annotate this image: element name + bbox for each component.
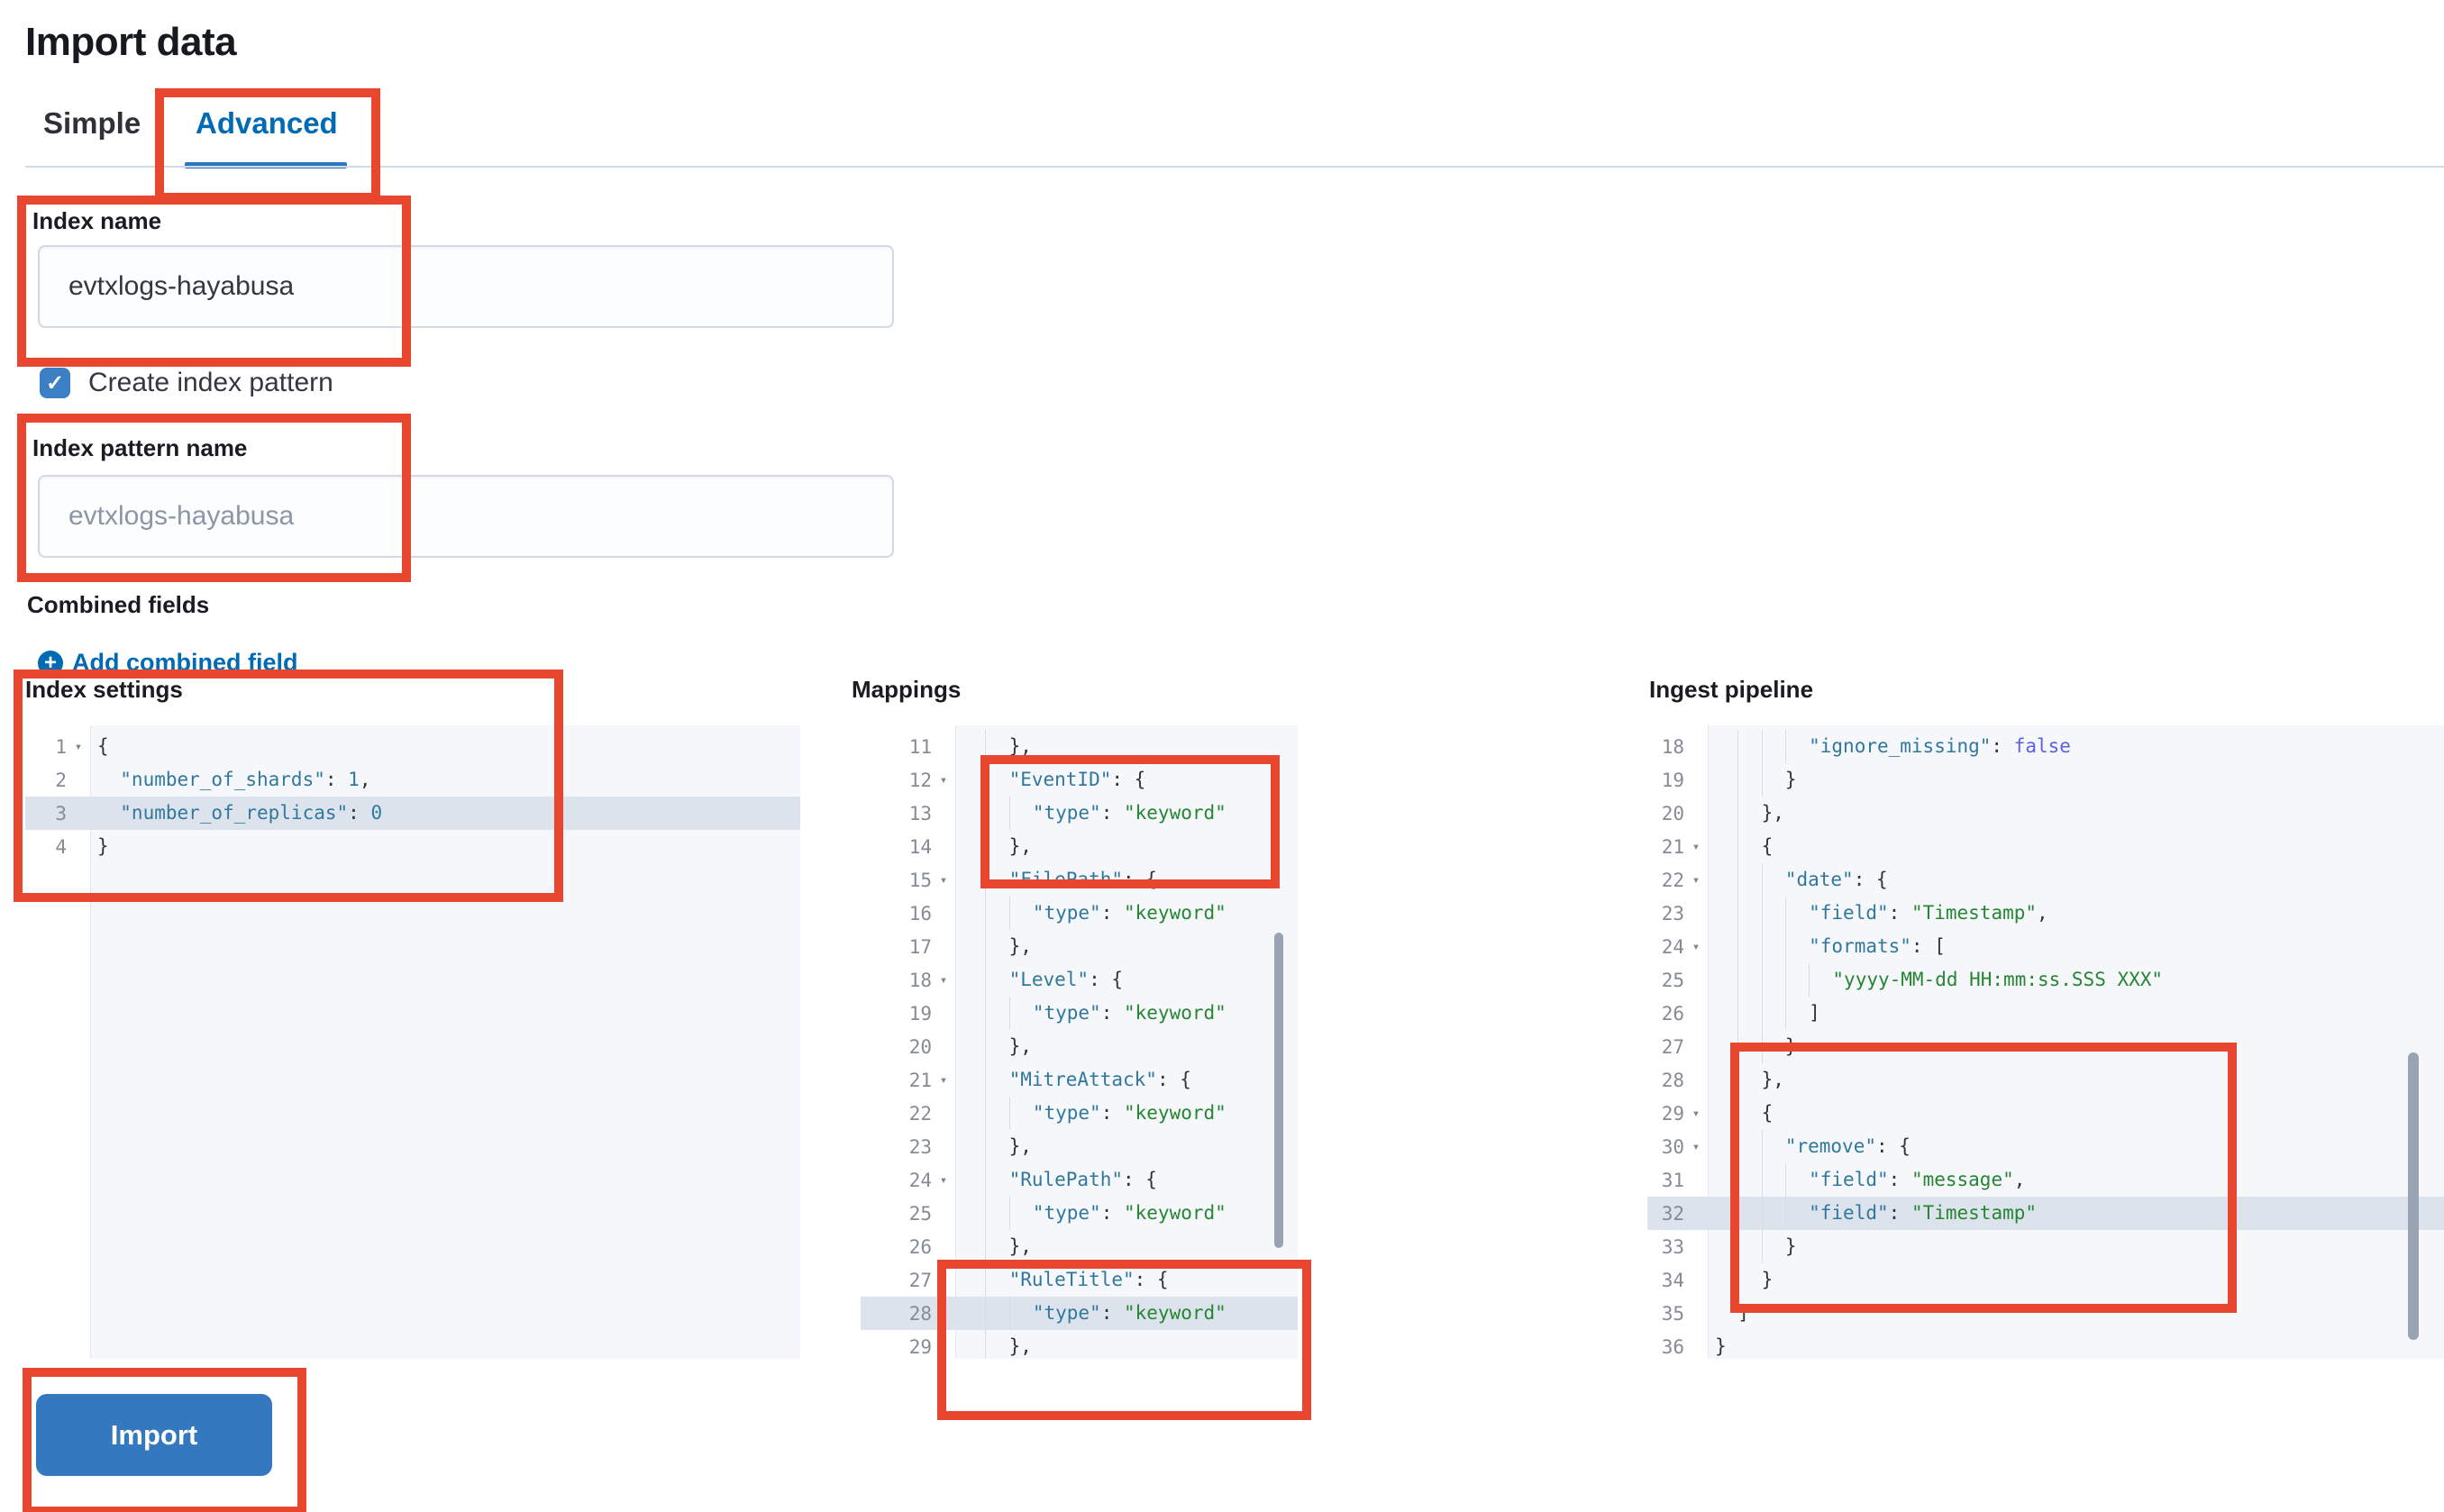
active-line-highlight bbox=[861, 1297, 1298, 1330]
page-title: Import data bbox=[25, 20, 237, 64]
editor-background bbox=[955, 725, 1298, 1359]
fold-arrow-icon[interactable]: ▾ bbox=[939, 772, 948, 788]
import-button[interactable]: Import bbox=[36, 1394, 272, 1476]
tab-advanced[interactable]: Advanced bbox=[196, 106, 338, 140]
fold-arrow-icon[interactable]: ▾ bbox=[939, 1172, 948, 1188]
editor-background bbox=[90, 725, 800, 1359]
code-content[interactable]: {"number_of_shards": 1,"number_of_replic… bbox=[97, 735, 383, 857]
active-tab-underline bbox=[185, 162, 347, 169]
fold-arrow-icon[interactable]: ▾ bbox=[1692, 1139, 1701, 1154]
vertical-scrollbar-thumb[interactable] bbox=[2408, 1052, 2419, 1340]
code-content[interactable]: "ignore_missing": false}},{"date": {"fie… bbox=[1708, 730, 2444, 1359]
tab-simple[interactable]: Simple bbox=[43, 106, 141, 140]
index-name-input[interactable] bbox=[38, 245, 894, 328]
vertical-scrollbar-thumb[interactable] bbox=[1274, 933, 1283, 1248]
active-line-highlight bbox=[1647, 1197, 2444, 1230]
index-pattern-name-label: Index pattern name bbox=[32, 434, 248, 461]
add-combined-field-link[interactable]: Add combined field bbox=[72, 649, 298, 676]
fold-arrow-icon[interactable]: ▾ bbox=[939, 1272, 948, 1288]
fold-arrow-icon[interactable]: ▾ bbox=[74, 739, 83, 754]
code-content[interactable]: },"EventID": {"type": "keyword"},"FilePa… bbox=[955, 730, 1298, 1359]
checkmark-icon: ✓ bbox=[45, 370, 65, 396]
mappings-label: Mappings bbox=[852, 676, 962, 703]
index-name-label: Index name bbox=[32, 207, 162, 234]
plus-icon[interactable]: + bbox=[38, 651, 63, 676]
active-line-highlight bbox=[25, 797, 800, 830]
ingest-pipeline-label: Ingest pipeline bbox=[1649, 676, 1814, 703]
fold-arrow-icon[interactable]: ▾ bbox=[939, 872, 948, 888]
index-settings-label: Index settings bbox=[25, 676, 183, 703]
fold-arrow-icon[interactable]: ▾ bbox=[939, 1072, 948, 1088]
fold-arrow-icon[interactable]: ▾ bbox=[1692, 839, 1701, 854]
fold-arrow-icon[interactable]: ▾ bbox=[939, 972, 948, 988]
fold-arrow-icon[interactable]: ▾ bbox=[1692, 939, 1701, 954]
editor-background bbox=[1708, 725, 2444, 1359]
tabs-divider bbox=[25, 166, 2444, 168]
create-index-pattern-checkbox[interactable]: ✓ bbox=[40, 368, 70, 398]
combined-fields-label: Combined fields bbox=[27, 591, 210, 618]
annotation-box-advanced-tab bbox=[155, 88, 380, 202]
fold-arrow-icon[interactable]: ▾ bbox=[1692, 872, 1701, 888]
create-index-pattern-label[interactable]: Create index pattern bbox=[88, 368, 333, 397]
fold-arrow-icon[interactable]: ▾ bbox=[1692, 1106, 1701, 1121]
index-pattern-name-input[interactable] bbox=[38, 475, 894, 558]
